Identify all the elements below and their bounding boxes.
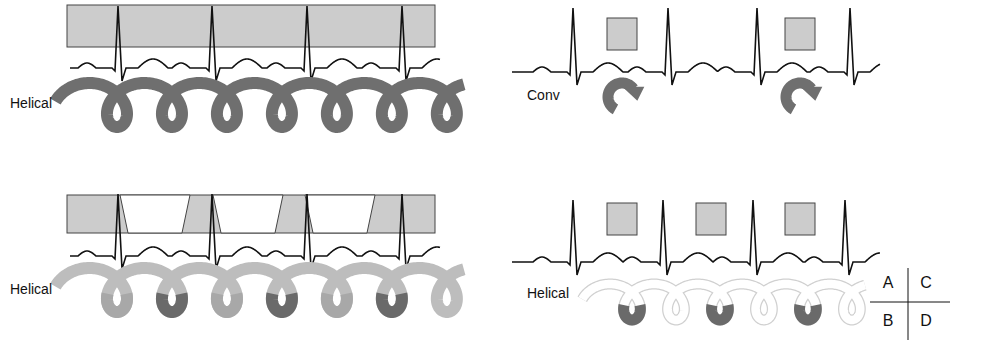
panel-letter: D (920, 312, 932, 330)
helical-segment (107, 294, 127, 312)
helical-segment (327, 294, 347, 312)
grid-line (870, 302, 950, 303)
gating-window (305, 195, 375, 233)
acquisition-block (785, 203, 815, 235)
helical-segment (162, 294, 182, 312)
ecg-trace (512, 8, 880, 85)
helical-segment (382, 294, 402, 312)
acquisition-block (785, 18, 815, 50)
helical-segment (800, 305, 817, 320)
panel-letter: C (920, 274, 932, 292)
helical-segment (272, 294, 292, 312)
helical-segment (712, 305, 729, 320)
panel-letter: A (883, 274, 894, 292)
ecg-trace (70, 6, 440, 81)
acquisition-bar (67, 5, 435, 47)
acquisition-block (607, 18, 637, 50)
helical-path (55, 268, 463, 312)
acquisition-block (696, 203, 726, 235)
arrow-head (800, 87, 822, 101)
gating-window (213, 195, 283, 233)
mode-label: Helical (10, 96, 52, 111)
helical-segment (217, 294, 237, 312)
acquisition-block (607, 203, 637, 235)
mode-label: Helical (527, 286, 569, 301)
mode-label: Helical (10, 282, 52, 297)
panel-letter: B (883, 312, 894, 330)
rotation-arrow (786, 83, 822, 109)
ecg-trace (512, 200, 880, 275)
grid-line (908, 268, 909, 340)
helical-path (582, 284, 865, 320)
helical-segment (624, 305, 641, 320)
rotation-arrow (608, 83, 644, 109)
helical-path (582, 284, 865, 320)
helical-path (55, 83, 463, 127)
gating-window (120, 195, 190, 233)
arrow-head (622, 87, 644, 101)
ecg-trace (70, 194, 440, 269)
acquisition-bar (67, 195, 435, 233)
mode-label: Conv (527, 88, 560, 103)
